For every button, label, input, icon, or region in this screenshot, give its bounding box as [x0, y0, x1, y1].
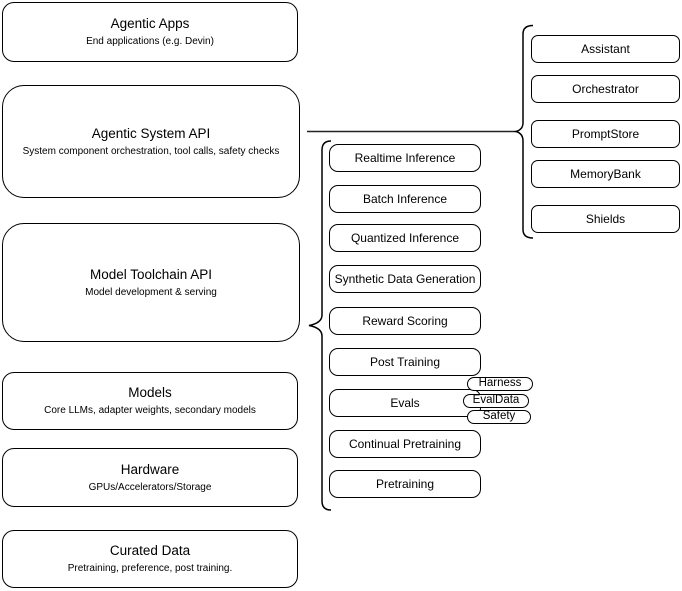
node-post-training: Post Training [329, 348, 481, 376]
tag-evaldata: EvalData [463, 393, 529, 408]
node-title: Models [128, 385, 172, 401]
node-subtitle: Core LLMs, adapter weights, secondary mo… [44, 405, 256, 416]
tag-safety: Safety [467, 409, 531, 424]
node-realtime-inference: Realtime Inference [329, 144, 481, 172]
node-model-toolchain-api: Model Toolchain API Model development & … [2, 223, 300, 342]
node-continual-pretraining: Continual Pretraining [329, 430, 481, 458]
system-components-bracket-icon [513, 24, 534, 239]
node-title: Agentic Apps [110, 16, 190, 32]
node-curated-data: Curated Data Pretraining, preference, po… [2, 530, 298, 588]
node-shields: Shields [531, 205, 680, 233]
node-promptstore: PromptStore [531, 120, 680, 148]
node-subtitle: End applications (e.g. Devin) [86, 36, 214, 47]
node-pretraining: Pretraining [329, 470, 481, 498]
node-evals: Evals [329, 389, 481, 417]
node-hardware: Hardware GPUs/Accelerators/Storage [2, 448, 298, 507]
node-title: Curated Data [109, 543, 191, 559]
node-title: Model Toolchain API [89, 266, 213, 282]
node-batch-inference: Batch Inference [329, 185, 481, 213]
node-subtitle: Pretraining, preference, post training. [67, 563, 233, 574]
node-orchestrator: Orchestrator [531, 75, 680, 103]
node-quantized-inference: Quantized Inference [329, 224, 481, 252]
node-title: Agentic System API [91, 125, 211, 141]
node-subtitle: Model development & serving [85, 286, 217, 298]
node-models: Models Core LLMs, adapter weights, secon… [2, 372, 298, 430]
node-reward-scoring: Reward Scoring [329, 307, 481, 335]
node-subtitle: GPUs/Accelerators/Storage [88, 481, 212, 493]
node-synthetic-data-generation: Synthetic Data Generation [329, 265, 481, 293]
node-subtitle: System component orchestration, tool cal… [22, 145, 280, 157]
node-title: Hardware [120, 461, 180, 477]
toolchain-bracket-icon [308, 140, 332, 511]
node-agentic-apps: Agentic Apps End applications (e.g. Devi… [2, 2, 298, 62]
tag-harness: Harness [467, 377, 533, 391]
node-memorybank: MemoryBank [531, 160, 680, 188]
node-assistant: Assistant [531, 35, 680, 63]
node-agentic-system-api: Agentic System API System component orch… [2, 85, 300, 198]
